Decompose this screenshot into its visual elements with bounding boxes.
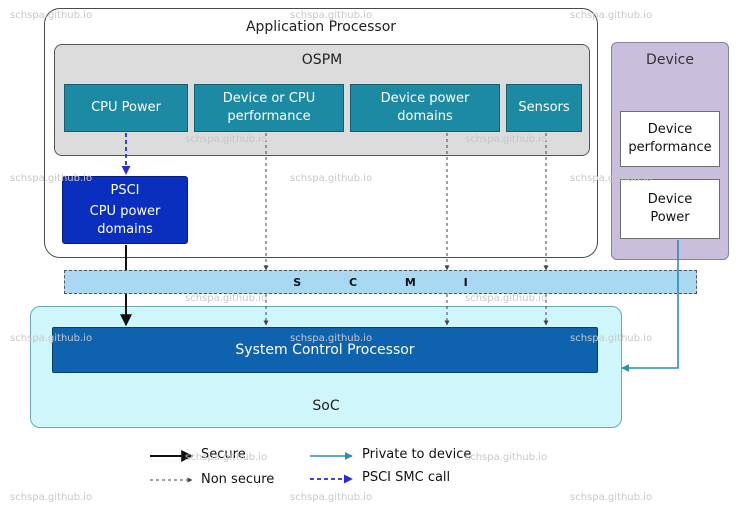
device-power-domains-line-1: Device power [380,91,470,107]
psci-line-1: CPU power [89,204,161,220]
legend-private-label: Private to device [362,447,472,462]
psci-box: PSCI CPU power domains [62,176,188,244]
device-power-line-1: Device [647,192,693,208]
sensors-tile: Sensors [506,84,582,132]
device-cpu-performance-line-2: performance [227,109,311,124]
soc-title: SoC [312,398,340,414]
device-title: Device [646,52,694,68]
legend-secure-label: Secure [201,447,246,462]
psci-title: PSCI [110,182,140,198]
device-power-domains-line-2: domains [397,109,453,124]
scmi-label: S C M I [293,275,490,289]
application-processor-title: Application Processor [245,19,397,35]
scmi-band: S C M I [64,270,697,294]
sensors-label: Sensors [518,100,570,116]
psci-line-2: domains [97,221,153,237]
device-power-domains-tile: Device power domains [350,84,500,132]
device-performance-tile: Device performance [620,111,720,167]
device-power-line-2: Power [650,210,690,225]
private-device-arrow [621,240,679,372]
device-cpu-performance-line-1: Device or CPU [222,91,316,107]
cpu-power-label: CPU Power [91,100,161,116]
ospm-title: OSPM [301,52,343,68]
device-cpu-performance-tile: Device or CPU performance [194,84,344,132]
legend-nonsecure-label: Non secure [201,472,275,487]
device-performance-line-2: performance [628,140,712,155]
cpu-power-tile: CPU Power [64,84,188,132]
device-performance-line-1: Device [647,122,693,138]
system-control-processor-box: System Control Processor [52,327,598,373]
device-power-tile: Device Power [620,179,720,239]
legend-smc-label: PSCI SMC call [362,470,451,485]
system-control-processor-label: System Control Processor [235,342,415,358]
